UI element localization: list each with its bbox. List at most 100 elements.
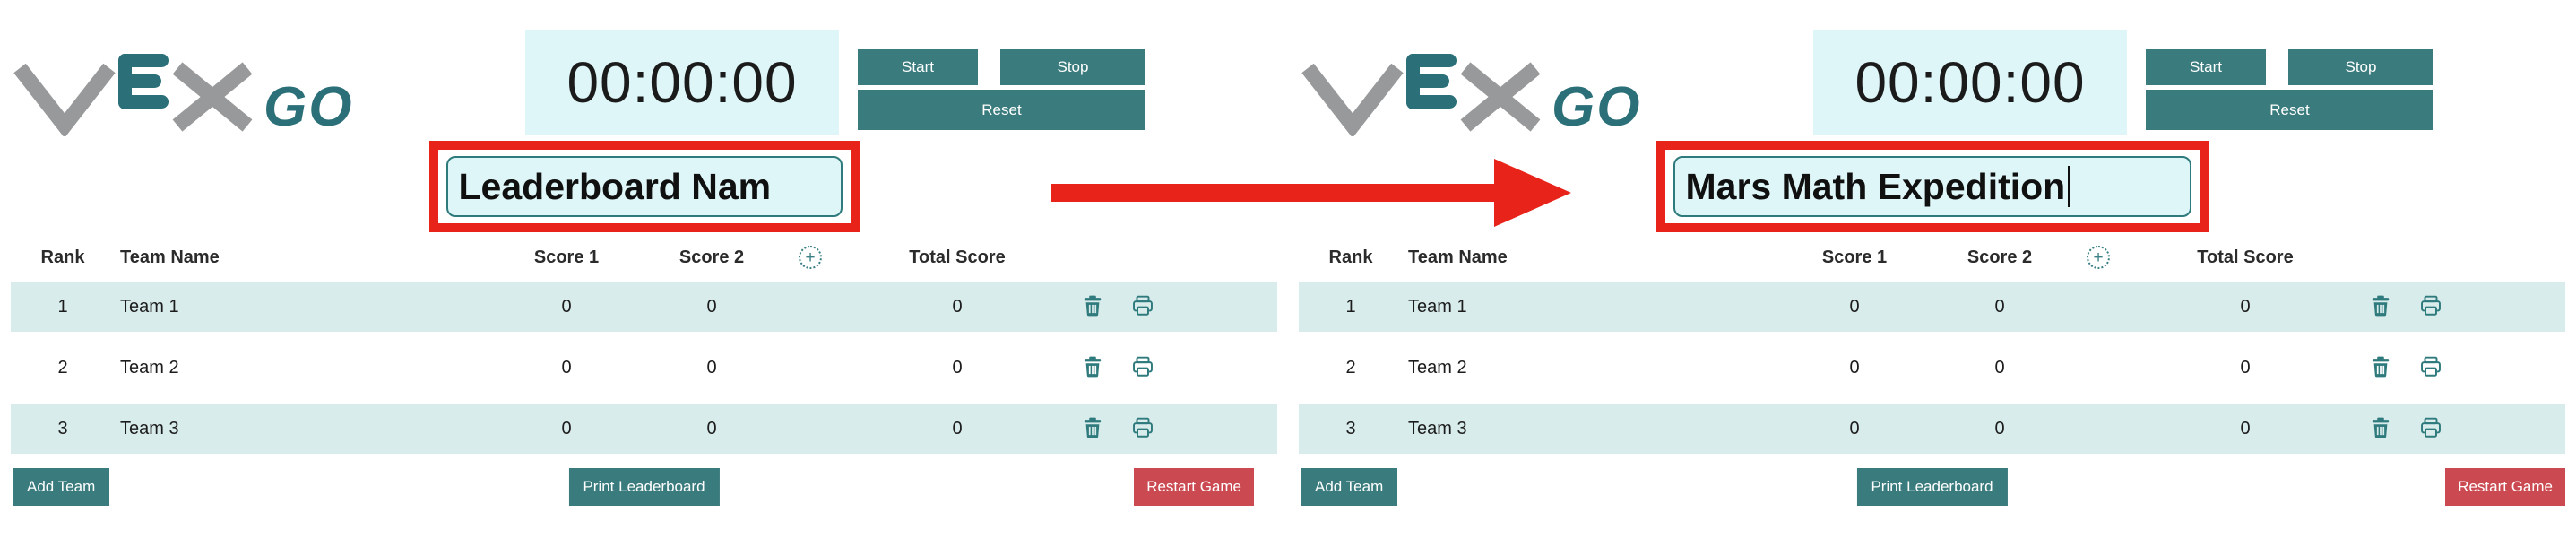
leaderboard-name-value: Leaderboard Nam [458,165,772,207]
team-name-value: Team 3 [120,419,179,438]
delete-team-button[interactable] [2369,416,2392,442]
header-score-2: Score 2 [1967,247,2033,267]
add-team-button[interactable]: Add Team [1301,468,1398,506]
print-leaderboard-button[interactable]: Print Leaderboard [568,468,720,506]
reset-button[interactable]: Reset [858,90,1145,130]
leaderboard-name-value: Mars Math Expedition [1685,165,2066,207]
delete-team-button[interactable] [2369,355,2392,381]
score-1-value: 0 [561,297,572,317]
trash-icon [2372,295,2390,317]
table-row: 2 Team 2 0 0 0 [1299,343,2565,393]
table-row: 1 Team 1 0 0 0 [11,282,1277,332]
printer-icon [1133,356,1153,377]
logo-go-text: GO [264,76,353,136]
print-team-button[interactable] [1131,355,1154,381]
score-2-value: 0 [1994,297,2005,317]
add-score-column-button[interactable]: + [2087,246,2110,269]
logo-letter-v [13,63,116,138]
table-row: 3 Team 3 0 0 0 [11,404,1277,454]
logo-letter-x [1460,62,1541,132]
team-name-value: Team 1 [120,297,179,317]
delete-team-button[interactable] [1081,355,1104,381]
score-2-value: 0 [1994,419,2005,438]
table-row: 3 Team 3 0 0 0 [1299,404,2565,454]
header-rank: Rank [1328,247,1373,267]
total-score-value: 0 [2240,297,2251,317]
annotation-highlight-box: Leaderboard Nam [428,141,860,232]
leaderboard-panel-after: GO 00:00:00 Start Stop Reset Mars Math E… [1288,0,2576,547]
rank-value: 2 [57,358,68,378]
delete-team-button[interactable] [2369,294,2392,320]
vex-go-logo-art: GO [13,54,353,138]
trash-icon [1084,417,1102,438]
rank-value: 3 [57,419,68,438]
print-team-button[interactable] [2419,416,2442,442]
total-score-value: 0 [952,419,963,438]
print-team-button[interactable] [2419,355,2442,381]
restart-game-button[interactable]: Restart Game [1134,468,1254,506]
leaderboard-name-input[interactable]: Mars Math Expedition [1673,156,2191,217]
printer-icon [2421,356,2441,377]
vex-go-logo: GO [13,47,353,138]
delete-team-button[interactable] [1081,416,1104,442]
leaderboard-name-area: Leaderboard Nam [0,141,1288,232]
table-header-row: Rank Team Name Score 1 Score 2 + Total S… [11,244,1277,271]
start-button[interactable]: Start [2146,49,2266,85]
header-rank: Rank [40,247,85,267]
team-name-value: Team 2 [1408,358,1467,378]
printer-icon [2421,417,2441,438]
total-score-value: 0 [952,297,963,317]
rank-value: 1 [57,297,68,317]
text-cursor [2068,166,2071,207]
vex-go-logo: GO [1301,47,1641,138]
printer-icon [1133,417,1153,438]
timer-display: 00:00:00 [525,30,839,135]
logo-letter-e [118,54,169,109]
score-1-value: 0 [561,419,572,438]
leaderboard-name-input[interactable]: Leaderboard Nam [445,156,843,217]
plus-circle-dotted-icon: + [2093,248,2104,267]
restart-game-button[interactable]: Restart Game [2445,468,2565,506]
vex-go-logo-art: GO [1301,54,1641,138]
reset-button[interactable]: Reset [2146,90,2433,130]
rank-value: 1 [1345,297,1356,317]
header-total-score: Total Score [2197,247,2294,267]
score-1-value: 0 [1849,419,1860,438]
trash-icon [2372,417,2390,438]
start-button[interactable]: Start [858,49,978,85]
score-2-value: 0 [706,297,717,317]
table-header-row: Rank Team Name Score 1 Score 2 + Total S… [1299,244,2565,271]
total-score-value: 0 [952,358,963,378]
team-name-value: Team 2 [120,358,179,378]
score-2-value: 0 [1994,358,2005,378]
table-row: 2 Team 2 0 0 0 [11,343,1277,393]
score-1-value: 0 [561,358,572,378]
plus-circle-dotted-icon: + [805,248,816,267]
score-1-value: 0 [1849,358,1860,378]
print-leaderboard-button[interactable]: Print Leaderboard [1856,468,2008,506]
score-2-value: 0 [706,358,717,378]
add-score-column-button[interactable]: + [799,246,822,269]
header-total-score: Total Score [909,247,1006,267]
print-team-button[interactable] [2419,294,2442,320]
stop-button[interactable]: Stop [1000,49,1145,85]
logo-letter-e [1406,54,1457,109]
logo-go-text: GO [1552,76,1641,136]
print-team-button[interactable] [1131,294,1154,320]
header-team-name: Team Name [120,247,220,267]
print-team-button[interactable] [1131,416,1154,442]
delete-team-button[interactable] [1081,294,1104,320]
team-name-value: Team 3 [1408,419,1467,438]
trash-icon [1084,295,1102,317]
team-name-value: Team 1 [1408,297,1467,317]
trash-icon [1084,356,1102,378]
printer-icon [1133,295,1153,316]
logo-letter-v [1301,63,1404,138]
add-team-button[interactable]: Add Team [13,468,110,506]
rank-value: 3 [1345,419,1356,438]
logo-letter-x [172,62,253,132]
stop-button[interactable]: Stop [2288,49,2433,85]
header-score-1: Score 1 [533,247,600,267]
printer-icon [2421,295,2441,316]
rank-value: 2 [1345,358,1356,378]
